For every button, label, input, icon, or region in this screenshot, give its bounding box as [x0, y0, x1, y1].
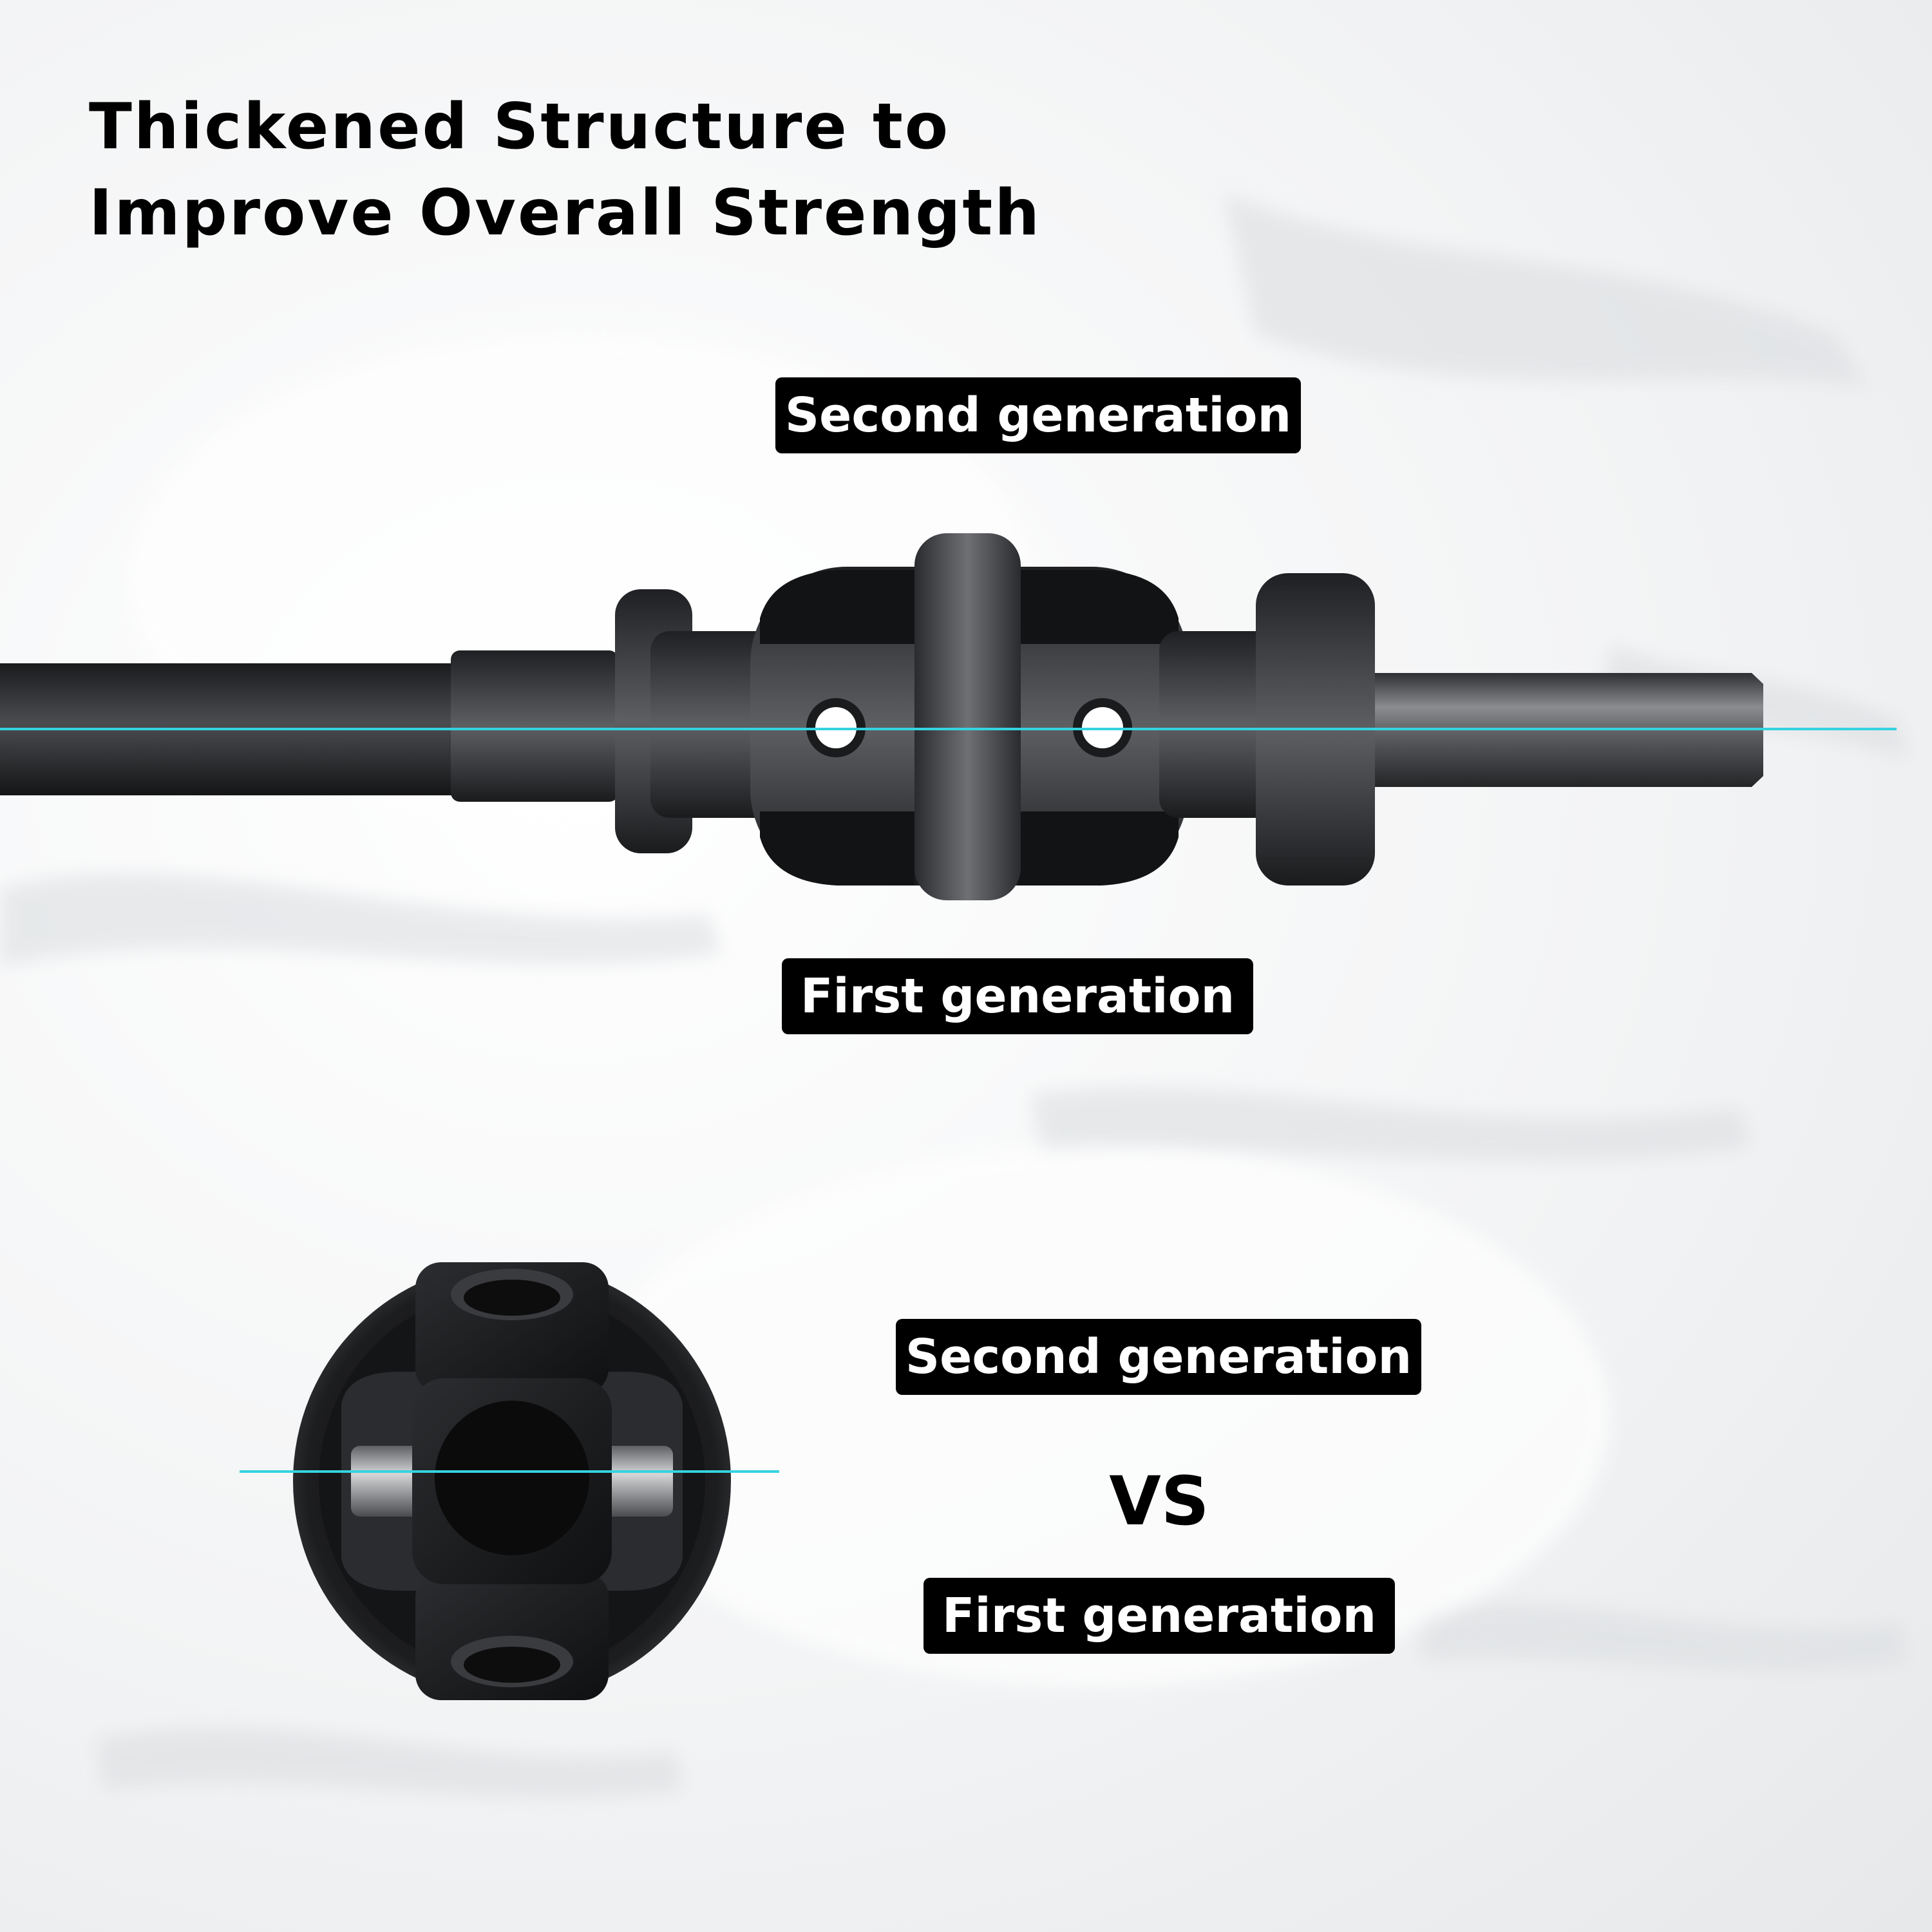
page-title: Thickened Structure to Improve Overall S… — [89, 84, 1184, 256]
center-ring — [914, 533, 1021, 900]
pin-right — [596, 1446, 673, 1517]
label-first-generation-top: First generation — [782, 958, 1253, 1034]
center-socket — [435, 1401, 589, 1555]
label-first-generation-bottom: First generation — [923, 1578, 1395, 1654]
pin-left — [351, 1446, 428, 1517]
vs-label: VS — [1109, 1462, 1209, 1540]
shaft-collar — [451, 650, 618, 802]
title-line-1: Thickened Structure to — [89, 90, 951, 164]
title-line-2: Improve Overall Strength — [89, 176, 1042, 250]
label-second-generation-top: Second generation — [775, 377, 1301, 453]
label-second-generation-bottom: Second generation — [896, 1319, 1421, 1395]
